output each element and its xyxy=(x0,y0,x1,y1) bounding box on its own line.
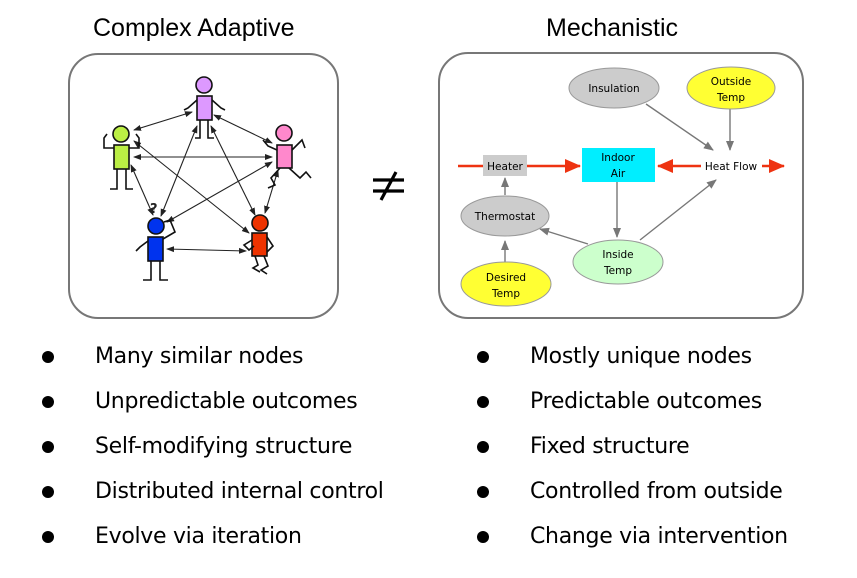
green-agent-body xyxy=(113,144,130,170)
mechanistic-title: Mechanistic xyxy=(546,14,678,42)
not-equal-icon xyxy=(373,171,404,201)
trait-item: Mostly unique nodes xyxy=(477,342,788,387)
red-agent-body xyxy=(251,232,268,257)
trait-item: Self-modifying structure xyxy=(42,432,384,477)
trait-item: Change via intervention xyxy=(477,522,788,567)
causal-links xyxy=(501,103,734,262)
bullet-icon xyxy=(42,531,54,543)
node-inside-temp-line1: Inside xyxy=(602,249,633,261)
node-inside-temp: Inside Temp xyxy=(572,239,664,285)
bullet-icon xyxy=(477,486,489,498)
node-outside-temp-line2: Temp xyxy=(716,92,745,104)
blue-agent-head xyxy=(147,217,165,235)
node-indoor-air-line1: Indoor xyxy=(601,152,635,164)
node-insulation-label: Insulation xyxy=(588,83,639,95)
bullet-icon xyxy=(477,531,489,543)
node-inside-temp-line2: Temp xyxy=(603,265,632,277)
bullet-icon xyxy=(42,396,54,408)
link-green-purple xyxy=(133,111,193,131)
red-agent-head xyxy=(251,214,269,232)
complex-adaptive-traits: Many similar nodes Unpredictable outcome… xyxy=(42,342,384,567)
trait-text: Change via intervention xyxy=(530,524,788,549)
mechanistic-traits: Mostly unique nodes Predictable outcomes… xyxy=(477,342,788,567)
purple-agent-body xyxy=(196,95,213,121)
trait-text: Mostly unique nodes xyxy=(530,344,752,369)
link-pink-blue xyxy=(166,161,273,223)
network-links xyxy=(130,111,279,254)
mechanistic-diagram: Insulation Outside Temp Heater Indoor Ai… xyxy=(458,66,785,307)
node-heater-label: Heater xyxy=(487,161,523,173)
bullet-icon xyxy=(42,351,54,363)
trait-item: Controlled from outside xyxy=(477,477,788,522)
trait-item: Unpredictable outcomes xyxy=(42,387,384,432)
link-purple-blue xyxy=(160,125,198,217)
trait-text: Self-modifying structure xyxy=(95,434,353,459)
link-insidetemp-heatflow xyxy=(639,179,717,241)
pink-agent xyxy=(262,124,312,189)
purple-agent-head xyxy=(195,76,213,94)
link-purple-red xyxy=(210,125,256,216)
bullet-icon xyxy=(477,351,489,363)
bullet-icon xyxy=(42,441,54,453)
node-outside-temp-line1: Outside xyxy=(711,76,752,88)
link-insidetemp-thermostat xyxy=(539,227,589,245)
trait-text: Fixed structure xyxy=(530,434,690,459)
node-indoor-air: Indoor Air xyxy=(582,148,655,182)
trait-item: Many similar nodes xyxy=(42,342,384,387)
trait-text: Many similar nodes xyxy=(95,344,304,369)
trait-text: Unpredictable outcomes xyxy=(95,389,358,414)
link-purple-pink xyxy=(213,114,273,144)
trait-item: Evolve via iteration xyxy=(42,522,384,567)
pink-agent-head xyxy=(275,124,293,142)
blue-agent-body xyxy=(147,236,164,262)
green-agent xyxy=(103,125,140,190)
node-thermostat-label: Thermostat xyxy=(474,211,535,223)
link-insulation-heatflow xyxy=(645,103,714,151)
bullet-icon xyxy=(477,396,489,408)
node-desired-temp-line1: Desired xyxy=(486,272,526,284)
node-desired-temp-line2: Temp xyxy=(491,288,520,300)
node-heat-flow-label: Heat Flow xyxy=(705,161,758,173)
trait-text: Controlled from outside xyxy=(530,479,783,504)
trait-text: Distributed internal control xyxy=(95,479,384,504)
blue-agent-question-mark: ? xyxy=(150,202,158,217)
bullet-icon xyxy=(42,486,54,498)
trait-item: Predictable outcomes xyxy=(477,387,788,432)
red-agent xyxy=(242,214,275,275)
node-heater: Heater xyxy=(483,155,527,176)
complex-adaptive-title: Complex Adaptive xyxy=(93,14,295,42)
pink-agent-body xyxy=(276,144,293,169)
trait-item: Distributed internal control xyxy=(42,477,384,522)
node-insulation: Insulation xyxy=(568,67,660,109)
trait-text: Evolve via iteration xyxy=(95,524,302,549)
node-outside-temp: Outside Temp xyxy=(686,66,776,110)
link-pink-red xyxy=(264,169,279,214)
trait-item: Fixed structure xyxy=(477,432,788,477)
node-heat-flow: Heat Flow xyxy=(705,161,758,173)
link-blue-red xyxy=(166,246,247,254)
purple-agent xyxy=(183,76,226,139)
bullet-icon xyxy=(477,441,489,453)
node-desired-temp: Desired Temp xyxy=(460,261,552,307)
blue-agent: ? xyxy=(135,202,177,281)
node-indoor-air-line2: Air xyxy=(611,168,626,180)
trait-text: Predictable outcomes xyxy=(530,389,762,414)
green-agent-head xyxy=(112,125,130,143)
node-thermostat: Thermostat xyxy=(460,195,550,237)
